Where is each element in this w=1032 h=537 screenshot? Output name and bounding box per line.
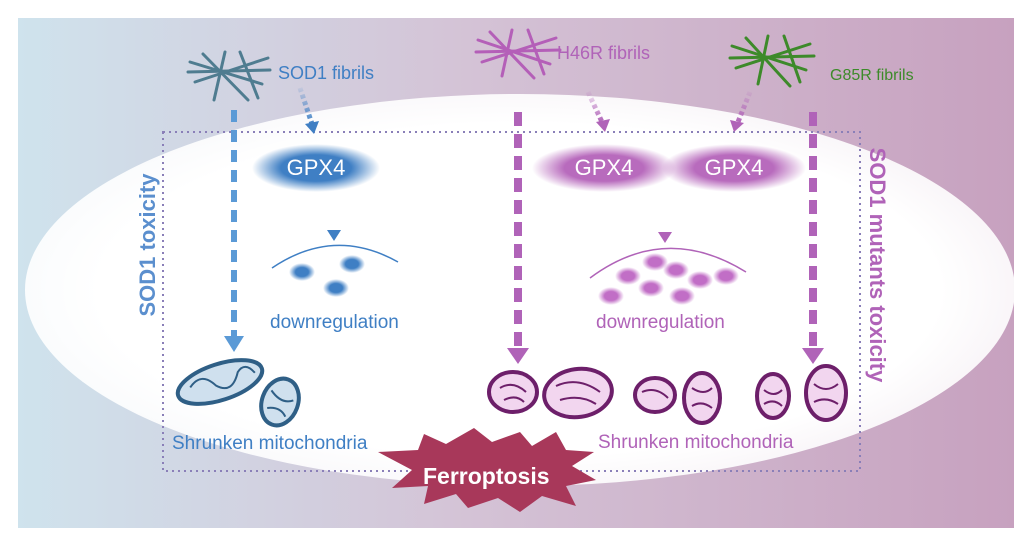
shrunken-mitochondria-right: Shrunken mitochondria [598, 432, 794, 453]
sod1-toxicity-label: SOD1 toxicity [135, 173, 160, 317]
gpx4-oval-right [662, 144, 806, 192]
sod1-fibril-icon [186, 50, 272, 102]
downregulation-right: downregulation [596, 312, 725, 333]
gpx4-label-middle: GPX4 [574, 155, 634, 180]
gpx4-right-down-arrow [658, 200, 672, 243]
downregulation-left: downregulation [270, 312, 399, 333]
mitochondria-magenta [487, 364, 848, 425]
sod1-to-mitochondria-arrow [224, 110, 244, 352]
sod1-fibrils-label: SOD1 fibrils [278, 63, 375, 83]
ferroptosis-burst [378, 428, 596, 512]
gpx4-oval-left [252, 144, 380, 192]
shrunken-mitochondria-left: Shrunken mitochondria [172, 433, 368, 454]
h46r-fibrils-label: H46R fibrils [557, 43, 651, 63]
gpx4-label-left: GPX4 [286, 155, 346, 180]
g85r-to-mitochondria-arrow [802, 112, 824, 364]
mitochondria-blue [175, 358, 301, 428]
gpx4-oval-middle [532, 144, 676, 192]
ferroptosis-label: Ferroptosis [423, 463, 550, 489]
g85r-fibrils-label: G85R fibrils [830, 67, 914, 84]
gpx4-dots-right [598, 253, 739, 305]
gpx4-label-right: GPX4 [704, 155, 764, 180]
sod1-to-gpx4-arrow [297, 87, 319, 134]
dotted-frame [162, 131, 861, 472]
membrane-arc-left [271, 244, 399, 269]
h46r-to-mitochondria-arrow [507, 112, 529, 364]
g85r-to-gpx4-arrow [730, 91, 753, 132]
membrane-arc-right [589, 247, 747, 279]
g85r-fibril-icon [728, 34, 816, 88]
h46r-fibril-icon [474, 28, 562, 80]
h46r-to-gpx4-arrow [585, 90, 610, 132]
gpx4-left-down-arrow [327, 198, 341, 241]
sod1-mutants-toxicity-label: SOD1 mutants toxicity [865, 147, 890, 383]
gpx4-dots-left [289, 255, 365, 297]
